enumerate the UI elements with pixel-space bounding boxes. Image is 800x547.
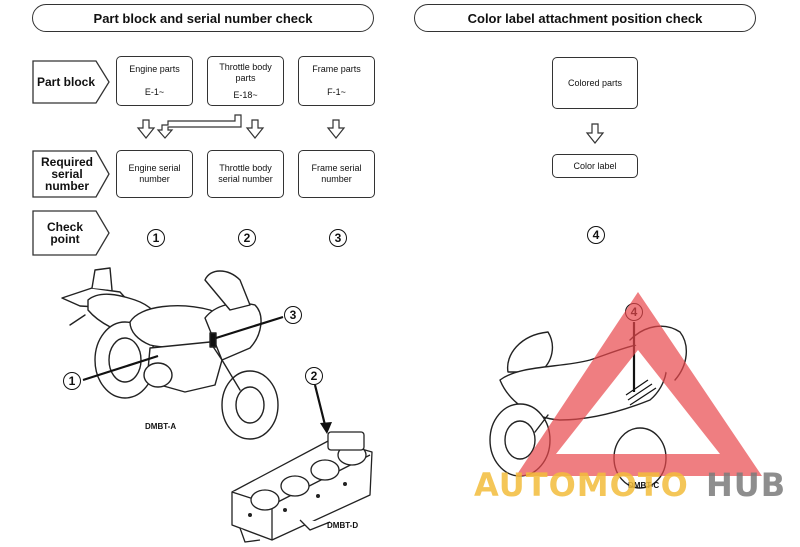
check-point-3: 3 — [329, 229, 347, 247]
down-arrow-icon — [245, 119, 265, 139]
down-arrow-icon — [585, 123, 605, 144]
callout-1: 1 — [63, 372, 81, 390]
callout-4: 4 — [625, 303, 643, 321]
color-label-box: Color label — [552, 154, 638, 178]
leader-arrowhead-icon — [320, 422, 332, 434]
bent-arrow-icon — [156, 114, 242, 139]
row-label-required-serial: Required serial number — [32, 150, 110, 198]
callout-2: 2 — [305, 367, 323, 385]
label-arrow-shape — [32, 210, 110, 256]
part-block-frame: Frame parts F-1~ — [298, 56, 375, 106]
check-point-2: 2 — [238, 229, 256, 247]
row-label-check-point: Check point — [32, 210, 110, 256]
serial-throttle-body: Throttle body serial number — [207, 150, 284, 198]
caption-motorcycle: DMBT-A — [145, 422, 177, 431]
down-arrow-icon — [326, 119, 346, 139]
caption-motorcycle-side: DMBT-C — [628, 481, 660, 490]
down-arrow-icon — [136, 119, 156, 139]
callout-3: 3 — [284, 306, 302, 324]
watermark-triangle-icon — [516, 292, 762, 476]
serial-frame: Frame serial number — [298, 150, 375, 198]
check-point-4: 4 — [587, 226, 605, 244]
check-point-1: 1 — [147, 229, 165, 247]
watermark-text-auto: AUTOMOTO — [474, 466, 689, 504]
part-block-engine: Engine parts E-1~ — [116, 56, 193, 106]
left-panel-title: Part block and serial number check — [32, 4, 374, 32]
caption-throttle-body: DMBT-D — [327, 521, 359, 530]
label-arrow-shape — [32, 60, 110, 104]
serial-engine: Engine serial number — [116, 150, 193, 198]
row-label-part-block: Part block — [32, 60, 110, 104]
watermark-text-hub: HUB — [706, 466, 787, 504]
label-arrow-shape — [32, 150, 110, 198]
right-panel-title: Color label attachment position check — [414, 4, 756, 32]
colored-parts-box: Colored parts — [552, 57, 638, 109]
part-block-throttle-body: Throttle body parts E-18~ — [207, 56, 284, 106]
